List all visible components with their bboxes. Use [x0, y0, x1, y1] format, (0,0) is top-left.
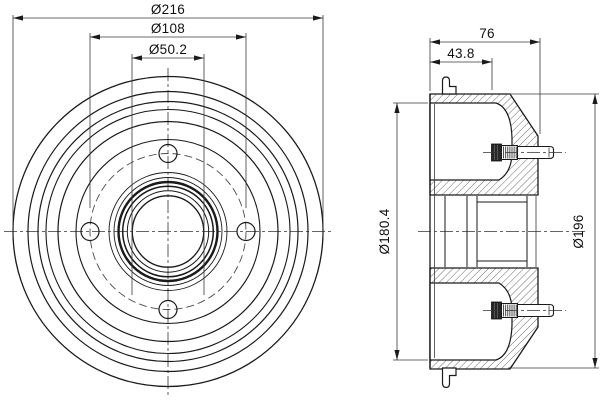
- bore-chamfer-ring: [121, 185, 215, 278]
- drum-cavity-bottom: [429, 282, 513, 361]
- drum-body-circle: [27, 90, 309, 373]
- bolt-circle: [89, 153, 247, 310]
- locating-tab-bottom: [441, 367, 457, 389]
- web-edge-circle: [57, 120, 279, 343]
- dim-label-bolt-circle-diameter: Ø108: [151, 21, 185, 36]
- section-view: 76 43.8 Ø180.4 Ø196: [377, 26, 599, 389]
- bolt-hole-bottom: [158, 299, 178, 320]
- bearing-seat-ring: [117, 180, 219, 283]
- dimension-bolt-circle-diameter: Ø108: [89, 21, 247, 208]
- dimension-outer-mounting-diameter: Ø196: [508, 93, 599, 369]
- hub-step-ring: [113, 177, 223, 286]
- dimension-overall-depth: 76: [429, 26, 541, 134]
- dimension-inner-diameter: Ø180.4: [377, 102, 428, 361]
- wheel-stud-bottom: [483, 301, 566, 320]
- dim-label-outer-mounting-diameter: Ø196: [571, 214, 586, 248]
- flange-edge-circle: [75, 138, 261, 325]
- dim-label-center-bore: Ø50.2: [149, 42, 187, 57]
- wheel-stud-top: [483, 143, 566, 162]
- bolt-hole-left: [80, 221, 100, 242]
- bore-step-ring: [126, 190, 210, 273]
- dimension-outer-diameter: Ø216: [12, 2, 324, 237]
- hub-outer-ring: [108, 172, 228, 291]
- dim-label-outer-diameter: Ø216: [151, 2, 185, 17]
- drum-cavity-top: [429, 102, 513, 181]
- dim-label-inner-diameter: Ø180.4: [377, 208, 392, 254]
- front-view: Ø216 Ø108 Ø50.2: [4, 2, 334, 396]
- dim-label-overall-depth: 76: [479, 26, 495, 41]
- dimension-drum-depth: 43.8: [430, 46, 493, 90]
- bolt-hole-right: [236, 221, 256, 242]
- bolt-hole-top: [158, 143, 178, 164]
- dim-label-drum-depth: 43.8: [447, 46, 474, 61]
- locating-tab-top: [441, 76, 457, 95]
- dimension-center-bore: Ø50.2: [131, 42, 205, 295]
- inner-step-circle: [45, 108, 291, 355]
- friction-surface-circle: [37, 100, 299, 363]
